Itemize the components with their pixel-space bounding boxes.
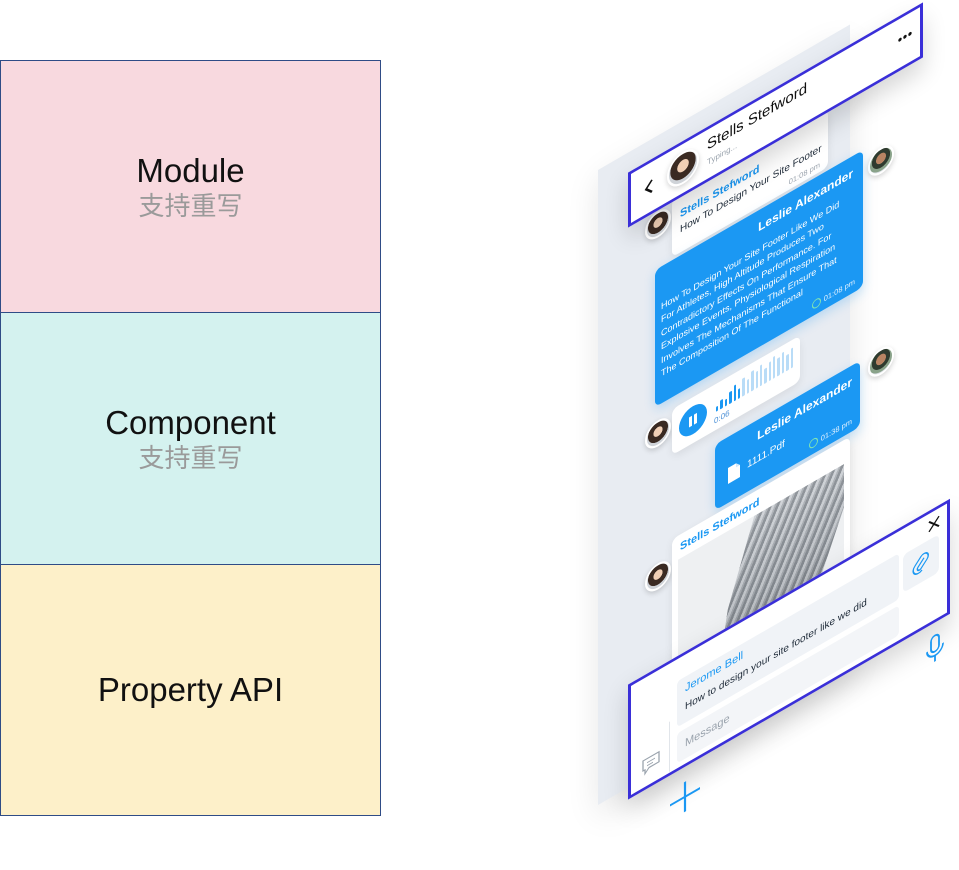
chat-header: Stells Stefword Typing...	[628, 2, 923, 228]
avatar	[868, 140, 894, 182]
waveform-bar	[755, 370, 758, 390]
module-note: 支持重写	[138, 191, 243, 222]
waveform-bar	[773, 355, 776, 379]
waveform-bar	[786, 353, 789, 372]
plus-icon[interactable]	[668, 770, 702, 824]
close-icon[interactable]	[927, 513, 941, 535]
waveform-bar	[764, 367, 767, 384]
attach-icon	[912, 552, 929, 575]
waveform-bar	[746, 378, 750, 395]
attach-button[interactable]	[903, 534, 939, 593]
read-check-icon	[812, 296, 821, 311]
component-title: Component	[105, 403, 276, 441]
waveform-bar	[733, 384, 736, 402]
waveform-bar	[790, 347, 794, 369]
pause-icon	[689, 415, 692, 428]
component-layer: Component 支持重写	[0, 312, 381, 565]
file-name[interactable]: 1111.Pdf	[747, 438, 785, 471]
waveform-bar	[768, 361, 772, 382]
message-composer: Jerome Bell How to design your site foot…	[628, 498, 950, 800]
pause-icon	[694, 412, 697, 425]
contact-avatar[interactable]	[667, 142, 699, 194]
file-icon	[728, 463, 740, 484]
waveform-bar	[720, 398, 723, 410]
more-icon[interactable]	[897, 29, 913, 44]
module-layer: Module 支持重写	[0, 60, 381, 313]
waveform-bar	[716, 405, 719, 412]
chat-mockup: Stells Stefword How To Design Your Site …	[598, 0, 958, 870]
property-api-layer: Property API	[0, 564, 381, 816]
property-api-title: Property API	[97, 671, 284, 708]
waveform-bar	[724, 398, 728, 407]
module-title: Module	[136, 151, 245, 189]
mic-icon[interactable]	[924, 627, 946, 672]
chat-icon[interactable]	[641, 749, 661, 779]
chevron-left-icon[interactable]	[644, 177, 654, 199]
waveform-bar	[781, 351, 785, 374]
divider	[669, 721, 670, 773]
waveform-bar	[751, 370, 754, 392]
pause-button[interactable]	[679, 398, 707, 443]
waveform-bar	[742, 377, 745, 397]
component-note: 支持重写	[138, 443, 243, 474]
waveform-bar	[759, 364, 763, 387]
waveform-bar	[777, 357, 780, 377]
waveform-bar	[737, 387, 741, 400]
read-check-icon	[809, 435, 818, 451]
file-message[interactable]: Leslie Alexander 1111.Pdf 01:38 pm	[715, 360, 860, 511]
avatar	[868, 341, 894, 383]
waveform-bar	[729, 390, 732, 405]
